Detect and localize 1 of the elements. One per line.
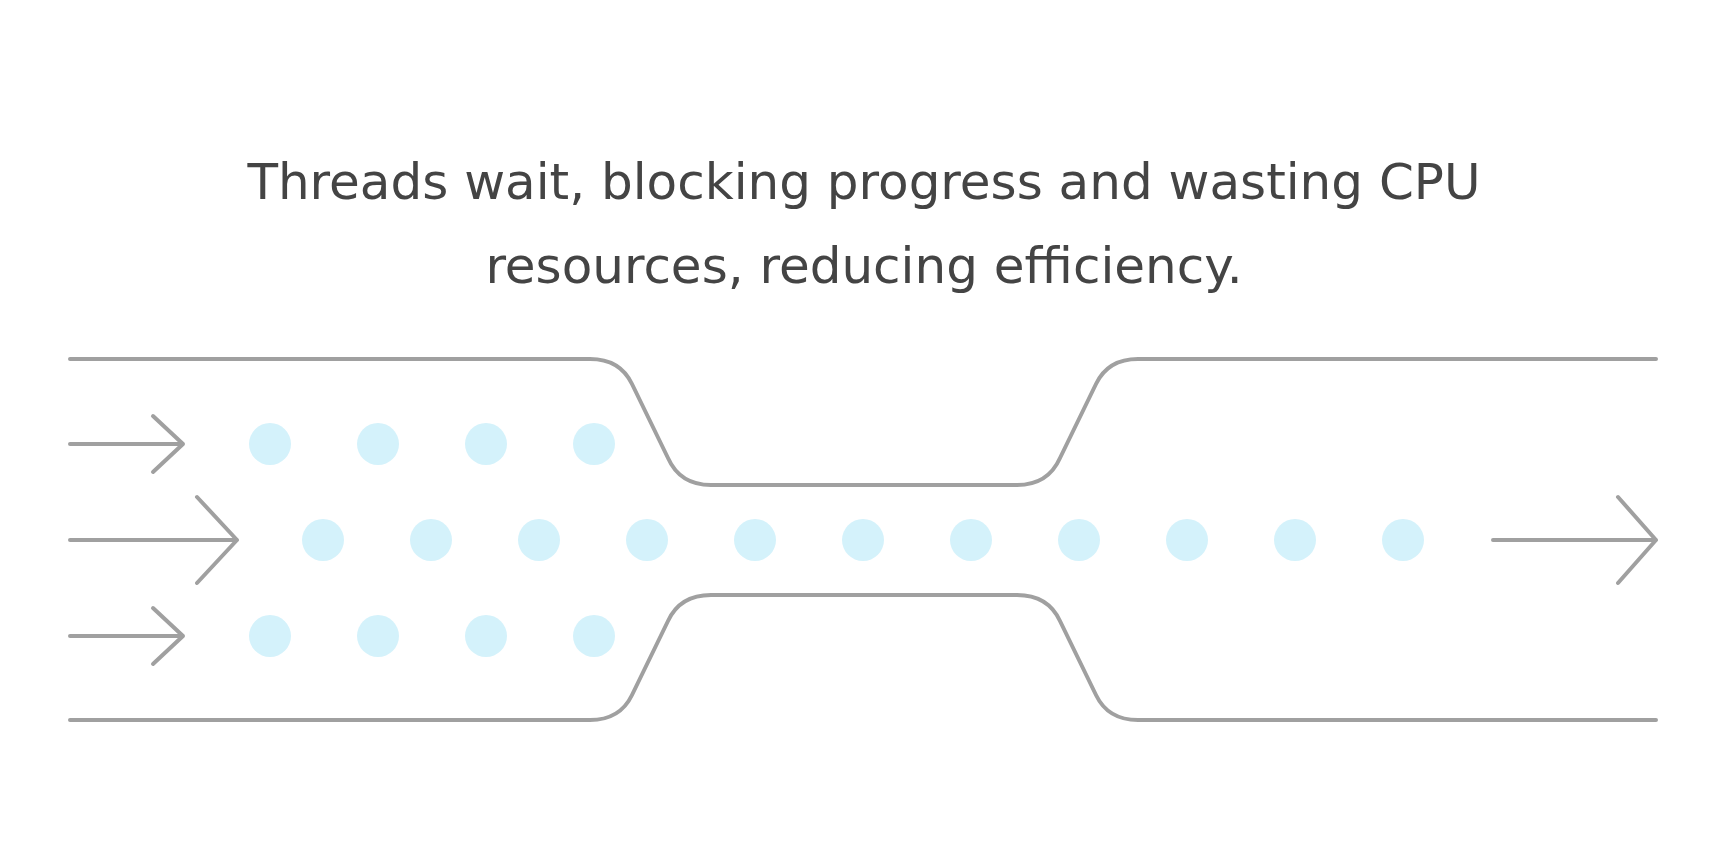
title: Threads wait, blocking progress and wasting CPU resources, reducing efficiency. — [246, 152, 1482, 297]
